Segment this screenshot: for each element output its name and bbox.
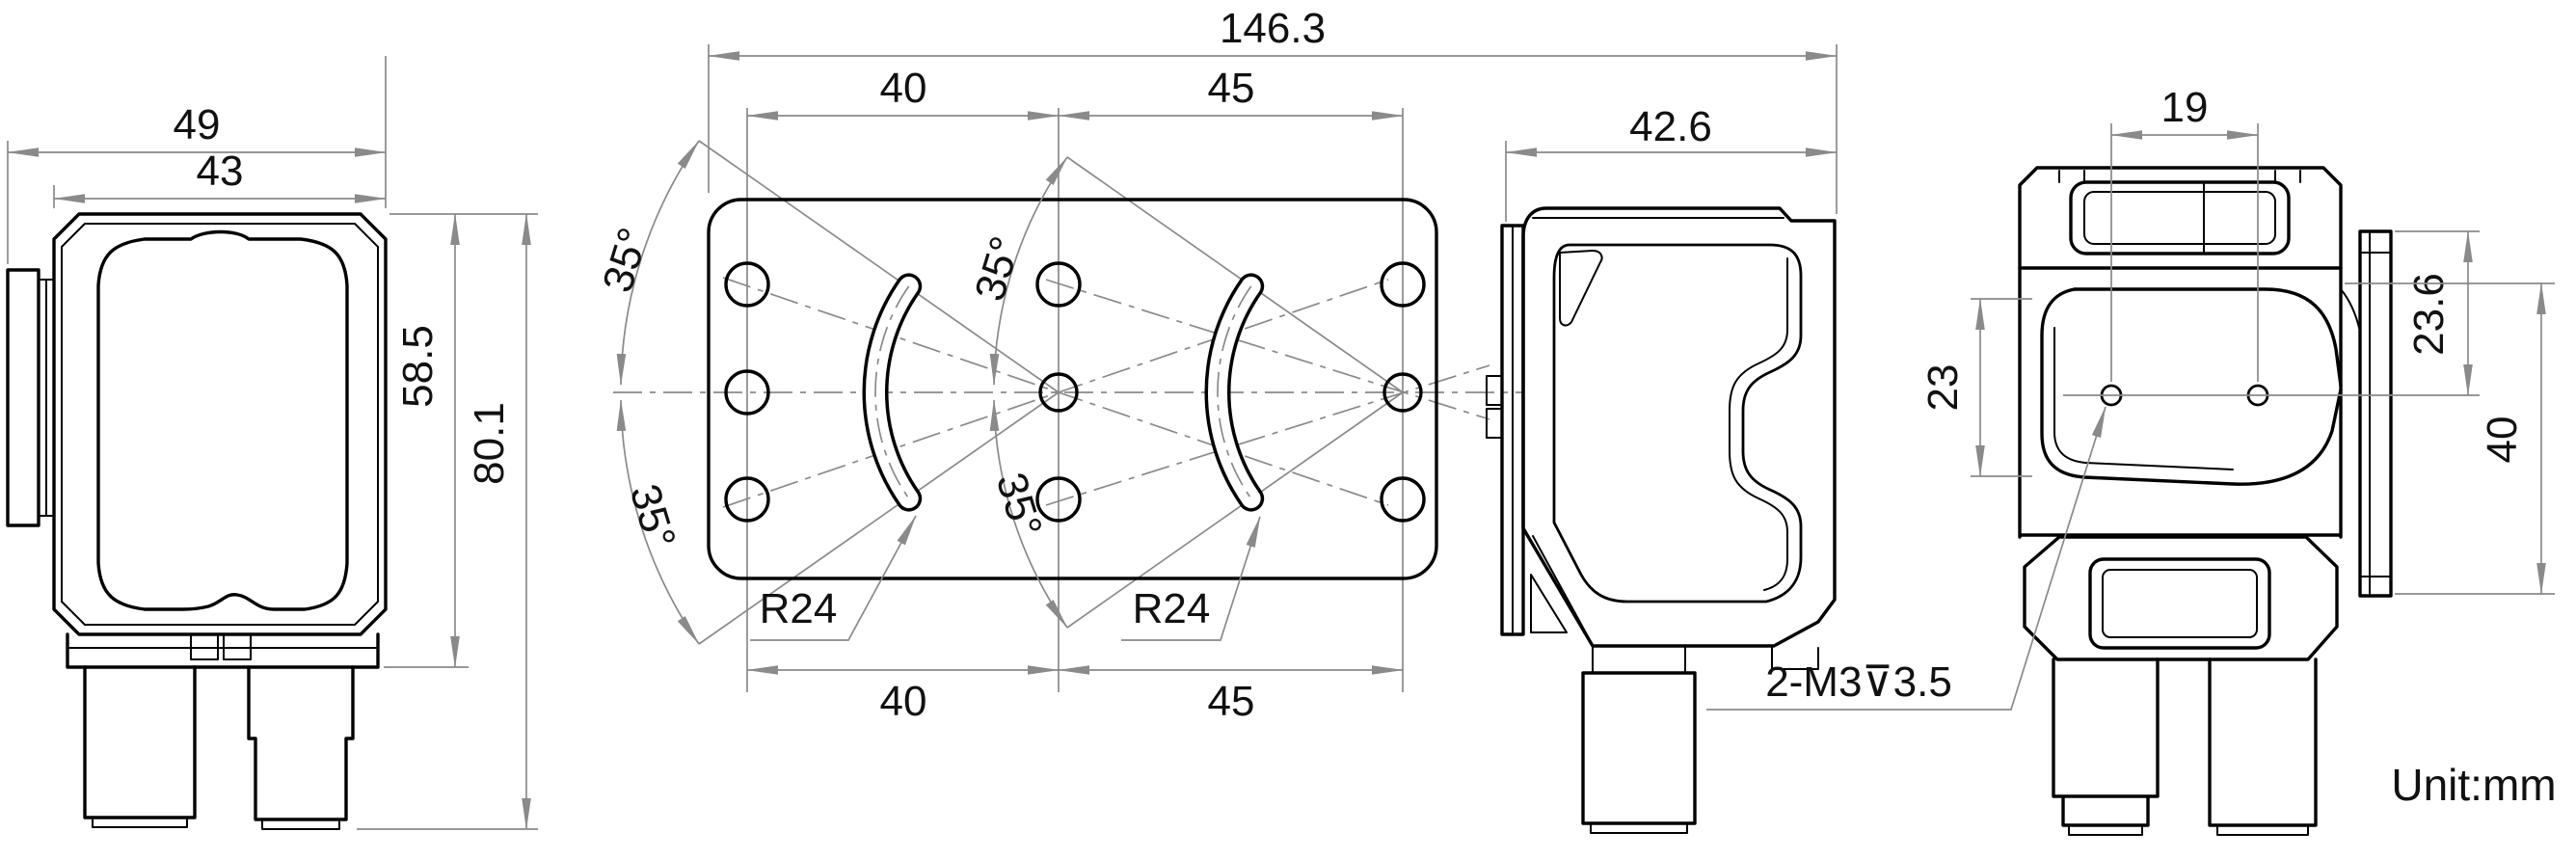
side-connector [1581,671,1697,825]
front-dim-80-1: 80.1 [466,402,513,485]
front-dim-43: 43 [197,148,244,195]
side-inner-contour [1552,243,1803,604]
angle-mid-lower-label: 35° [987,468,1051,543]
front-bottom-bar [66,632,380,669]
angle-arc-mid-upper [989,156,1068,386]
angle-far-upper-label: 35° [594,223,657,298]
dim-40-bottom: 40 [880,678,927,725]
dim-42-6: 42.6 [1629,103,1712,150]
side-chamfer-detail [1530,535,1590,639]
dim-45-bottom: 45 [1208,678,1255,725]
front-screen-outline [96,229,349,611]
front-left-tab [6,268,40,527]
dim-146-3: 146.3 [1220,5,1326,52]
rear-connector-right-base [2216,824,2309,836]
rear-ext-40 [2345,282,2555,595]
bracket-plate-outline [707,198,1438,580]
side-connector-neck [1592,645,1686,674]
rear-bracket-strip [2358,229,2393,598]
rear-connector-left [2052,658,2160,827]
angle-arc-mid-lower [989,399,1068,629]
thread-callout-leader [1706,406,2106,711]
side-view: 42.6 [1486,103,1838,834]
side-bracket-strip-detail [1486,225,1514,635]
front-connector-left [83,665,197,819]
rear-connector-face-inner [2102,569,2258,638]
bracket-diagonal-centerlines [722,277,1490,508]
side-body-details [1532,217,1819,670]
front-connector-right [247,665,355,821]
side-inner-contour-offset [1729,257,1788,591]
rear-connector-face [2088,557,2271,650]
side-corner-window [1559,250,1603,327]
rear-lower-block [2023,535,2339,661]
angle-mid-upper-label: 35° [966,231,1030,307]
dim-45-top: 45 [1208,65,1255,112]
front-connector-right-base [261,819,340,830]
side-body-outline [1521,206,1837,648]
rear-upper-body-walls [2018,266,2343,539]
front-body-inner-frame [61,223,379,626]
angle-arc-far-upper [616,140,700,386]
rear-face-panel-bottom [2040,287,2343,486]
rear-top-slot [2069,180,2291,255]
bracket-slot-left-centerline [874,285,910,499]
bracket-top-view: 35° 35° 35° 35° R24 R24 146.3 40 45 40 4… [594,5,1838,725]
r24-left-label: R24 [760,585,838,632]
angle-arc-far-lower [616,399,700,645]
front-connector-left-base [92,817,188,828]
bracket-extension-lines [708,44,1838,214]
rear-ext-19 [2110,123,2259,382]
front-left-tab-step [38,279,55,517]
front-body-outline [52,212,388,636]
rear-view: 19 23 23.6 40 2-M3⊽3.5 [1706,84,2555,836]
rear-face-panel-offset [2053,327,2234,470]
bracket-slot-right-centerline [1217,285,1252,499]
rear-top-slot-tabs [2058,170,2301,255]
dim-23: 23 [1919,364,1967,412]
dim-23-6: 23.6 [2405,273,2453,356]
front-dim-58-5: 58.5 [394,325,442,408]
rear-bracket-strip-detail [2340,230,2392,597]
unit-note: Unit:mm [2391,760,2556,810]
front-view: 49 43 58.5 80.1 [6,56,538,830]
front-dim-49: 49 [174,101,221,148]
thread-callout: 2-M3⊽3.5 [1765,658,1952,706]
dim-40-top: 40 [880,65,927,112]
bracket-angle-radials [698,140,1404,645]
side-connector-base [1590,822,1688,834]
front-bottom-bar-detail [67,635,379,660]
dim-40-height: 40 [2479,416,2526,464]
rear-connector-left-base [2068,824,2143,836]
rear-connector-right [2208,658,2318,827]
dim-19: 19 [2161,84,2209,131]
side-bracket-strip [1500,224,1525,636]
angle-far-lower-label: 35° [621,479,684,554]
front-extension-lines-right [357,213,538,830]
r24-right-leader [1121,516,1261,641]
rear-face-panel-top [2073,287,2343,388]
r24-right-label: R24 [1133,585,1211,632]
r24-left-leader [750,515,917,641]
rear-top-slot-inner [2083,191,2276,245]
